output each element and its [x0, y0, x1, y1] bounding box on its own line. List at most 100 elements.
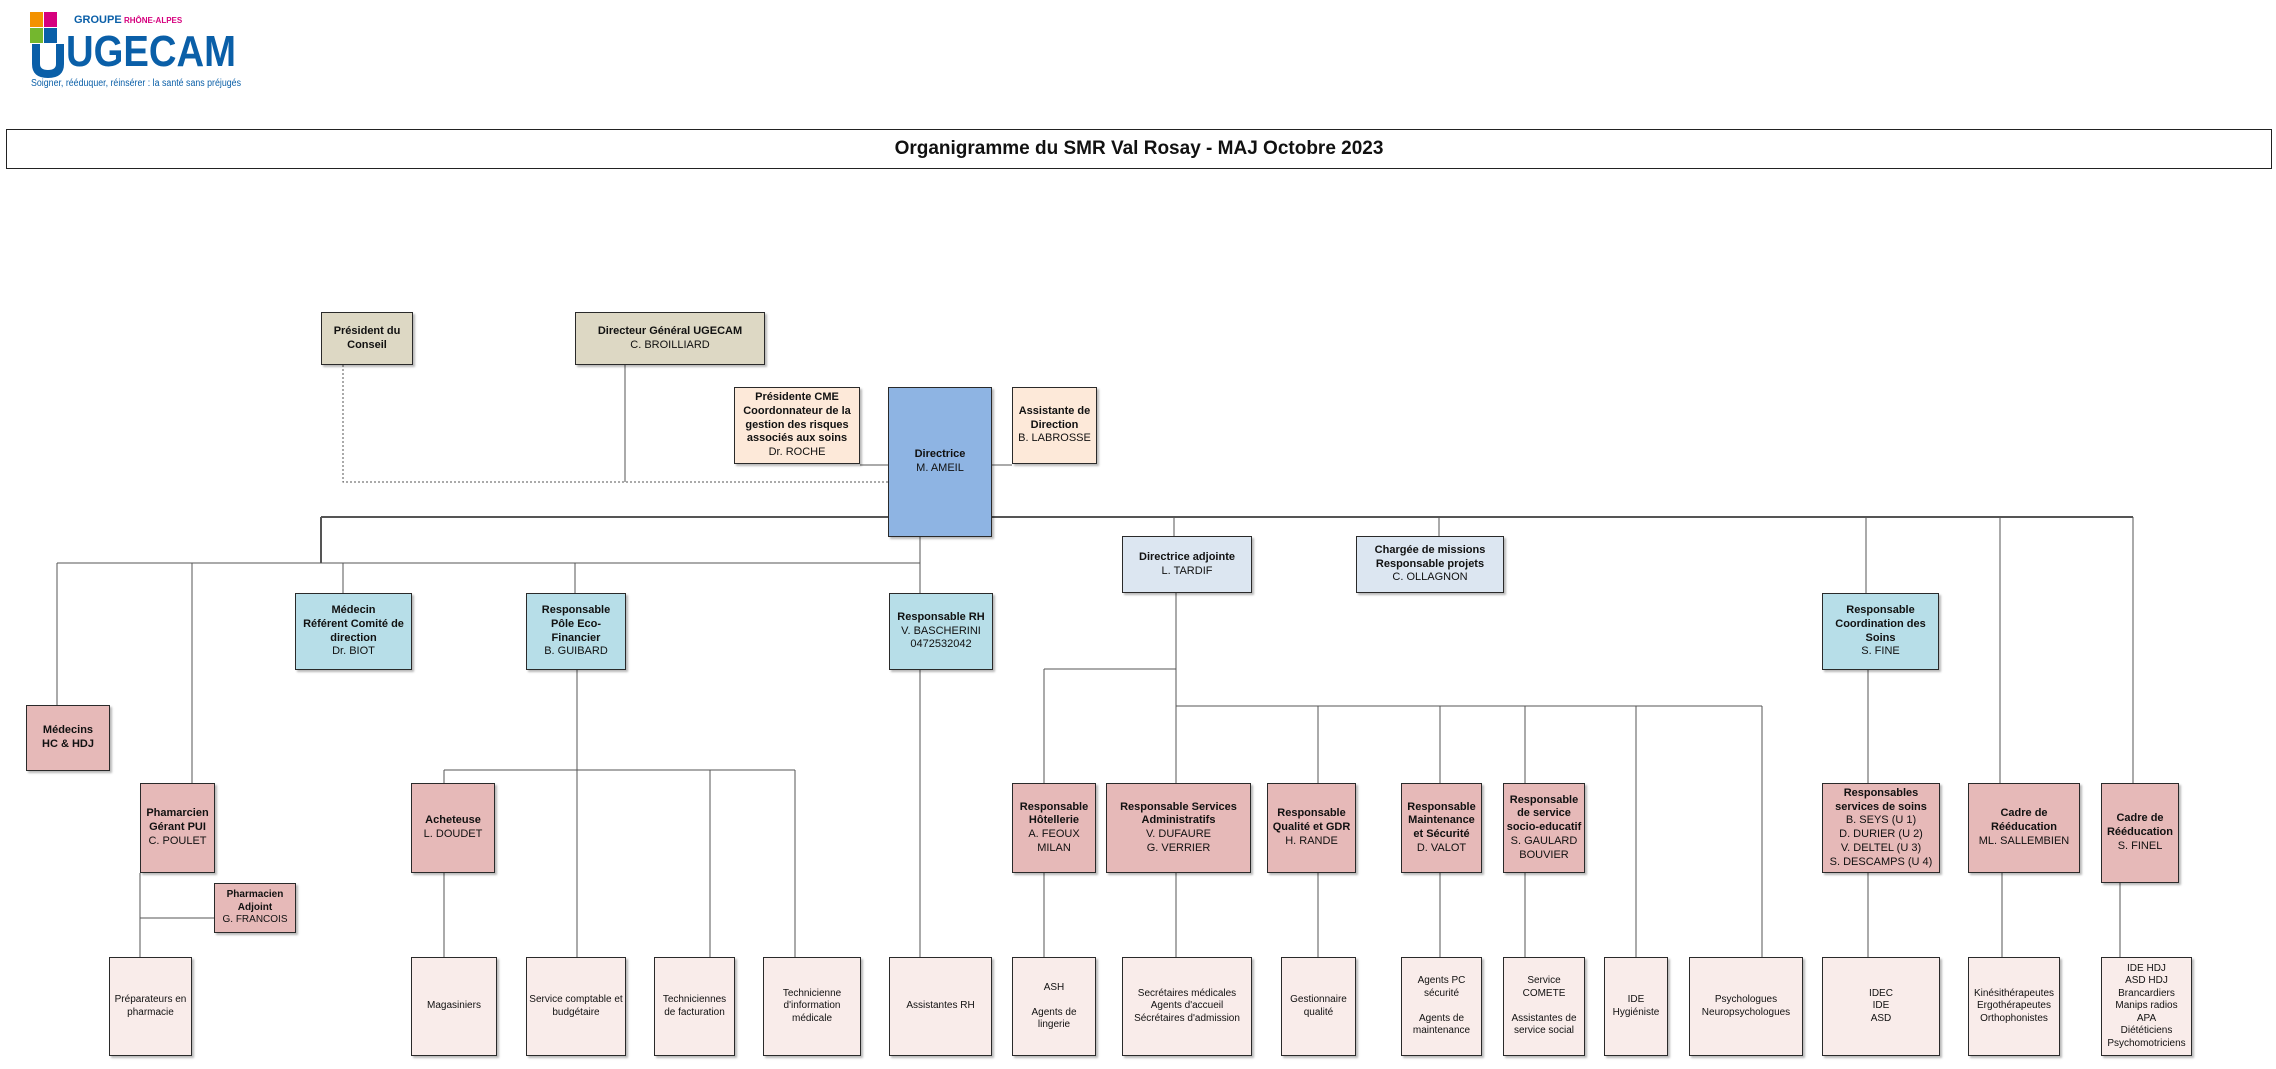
- node-title: IDE HDJ ASD HDJ Brancardiers Manips radi…: [2107, 962, 2186, 1049]
- node-title: Responsable Services Administratifs: [1120, 800, 1237, 827]
- node-name: A. FEOUX MILAN: [1028, 828, 1080, 854]
- node-name: V. DUFAURE G. VERRIER: [1145, 828, 1211, 854]
- node-title: Agents PC sécurité Agents de maintenance: [1412, 975, 1471, 1037]
- node-title: Phamarcien Gérant PUI: [146, 807, 209, 834]
- node-name: M. AMEIL: [916, 462, 964, 474]
- node-name: G. FRANCOIS: [222, 914, 288, 926]
- node-name: L. DOUDET: [423, 828, 483, 840]
- node-title: Service comptable et budgétaire: [529, 994, 623, 1018]
- ugecam-logo: GROUPE RHÔNE-ALPES UGECAM Soigner, réédu…: [30, 12, 241, 89]
- node-name: C. OLLAGNON: [1392, 571, 1468, 584]
- node-name: H. RANDE: [1285, 834, 1338, 847]
- node-title: Responsables services de soins: [1835, 786, 1927, 813]
- node-title: Présidente CME Coordonnateur de la gesti…: [743, 391, 851, 445]
- node-resp-services-admin: Responsable Services Administratifs V. D…: [1106, 783, 1251, 873]
- node-medecins-hc-hdj: Médecins HC & HDJ: [26, 705, 110, 771]
- node-title: Kinésithérapeutes Ergothérapeutes Orthop…: [1973, 987, 2055, 1024]
- node-title: Assistantes RH: [906, 1000, 975, 1012]
- node-gestionnaire-qualite: Gestionnaire qualité: [1281, 957, 1356, 1056]
- node-title: Directrice: [914, 448, 966, 461]
- node-president-conseil: Président du Conseil: [321, 312, 413, 365]
- node-name: V. BASCHERINI 0472532042: [901, 624, 981, 651]
- node-medecin-referent: Médecin Référent Comité de direction Dr.…: [295, 593, 412, 670]
- node-resp-socio-educatif: Responsable de service socio-educatif S.…: [1503, 783, 1585, 873]
- node-pharmacien-adjoint: Pharmacien Adjoint G. FRANCOIS: [214, 883, 296, 933]
- node-name: B. GUIBARD: [544, 645, 608, 658]
- node-name: Dr. ROCHE: [768, 446, 826, 459]
- node-magasiniers: Magasiniers: [411, 957, 497, 1056]
- node-title: ASH Agents de lingerie: [1031, 981, 1077, 1031]
- node-name: S. FINEL: [2117, 839, 2163, 852]
- node-title: Responsable RH: [897, 610, 985, 623]
- node-name: L. TARDIF: [1161, 564, 1213, 577]
- node-assistante-direction: Assistante de Direction B. LABROSSE: [1012, 387, 1097, 464]
- node-title: Pharmacien Adjoint: [226, 889, 284, 913]
- node-title: Responsable de service socio-educatif: [1506, 793, 1582, 834]
- node-title: Chargée de missions Responsable projets: [1374, 543, 1486, 570]
- node-name: Dr. BIOT: [332, 645, 375, 658]
- node-resp-services-soins: Responsables services de soins B. SEYS (…: [1822, 783, 1940, 873]
- node-name: C. POULET: [148, 834, 207, 847]
- node-title: Responsable Maintenance et Sécurité: [1407, 800, 1476, 841]
- node-psychologues: Psychologues Neuropsychologues: [1689, 957, 1803, 1056]
- node-ide-hdj-team: IDE HDJ ASD HDJ Brancardiers Manips radi…: [2101, 957, 2192, 1056]
- node-technicienne-info: Technicienne d'information médicale: [763, 957, 861, 1056]
- logo-brand-text: UGECAM: [66, 27, 236, 76]
- node-techniciennes-facturation: Techniciennes de facturation: [654, 957, 735, 1056]
- logo-group-text: GROUPE: [74, 14, 122, 26]
- node-service-comptable: Service comptable et budgétaire: [526, 957, 626, 1056]
- node-title: Président du Conseil: [333, 324, 401, 351]
- logo-tagline-text: Soigner, rééduquer, réinsérer : la santé…: [31, 78, 241, 89]
- node-title: Cadre de Rééducation: [1990, 807, 2057, 834]
- node-title: IDEC IDE ASD: [1869, 987, 1893, 1024]
- node-title: Service COMETE Assistantes de service so…: [1511, 975, 1577, 1037]
- node-title: Acheteuse: [425, 814, 481, 827]
- node-title: Responsable Hôtellerie: [1019, 800, 1089, 827]
- node-title: Directeur Général UGECAM: [597, 324, 743, 337]
- node-dg-ugecam: Directeur Général UGECAM C. BROILLIARD: [575, 312, 765, 365]
- node-name: S. FINE: [1861, 645, 1900, 658]
- node-title: Responsable Pôle Eco- Financier: [541, 604, 611, 644]
- node-presidente-cme: Présidente CME Coordonnateur de la gesti…: [734, 387, 860, 464]
- node-cadre-reeducation-2: Cadre de Rééducation S. FINEL: [2101, 783, 2179, 883]
- node-acheteuse: Acheteuse L. DOUDET: [411, 783, 495, 873]
- logo-region-text: RHÔNE-ALPES: [124, 16, 183, 25]
- node-title: Assistante de Direction: [1018, 404, 1091, 431]
- node-name: B. SEYS (U 1) D. DURIER (U 2) V. DELTEL …: [1829, 814, 1933, 868]
- node-title: Secrétaires médicales Agents d'accueil S…: [1134, 987, 1240, 1024]
- node-title: Médecin Référent Comité de direction: [303, 604, 404, 644]
- node-directrice: Directrice M. AMEIL: [888, 387, 992, 537]
- node-title: Responsable Qualité et GDR: [1272, 807, 1351, 834]
- node-title: Médecins HC & HDJ: [42, 724, 94, 750]
- node-title: Techniciennes de facturation: [662, 994, 727, 1018]
- node-resp-rh: Responsable RH V. BASCHERINI 0472532042: [889, 593, 993, 670]
- node-title: Directrice adjointe: [1139, 550, 1235, 563]
- node-idec-ide-asd: IDEC IDE ASD: [1822, 957, 1940, 1056]
- node-service-comete: Service COMETE Assistantes de service so…: [1503, 957, 1585, 1056]
- node-title: Préparateurs en pharmacie: [114, 994, 187, 1018]
- node-chargee-missions: Chargée de missions Responsable projets …: [1356, 536, 1504, 593]
- node-ash: ASH Agents de lingerie: [1012, 957, 1096, 1056]
- node-ide-hygieniste: IDE Hygiéniste: [1604, 957, 1668, 1056]
- node-kine: Kinésithérapeutes Ergothérapeutes Orthop…: [1968, 957, 2060, 1056]
- node-resp-maintenance: Responsable Maintenance et Sécurité D. V…: [1401, 783, 1482, 873]
- node-directrice-adjointe: Directrice adjointe L. TARDIF: [1122, 536, 1252, 593]
- node-title: Technicienne d'information médicale: [782, 987, 842, 1024]
- node-resp-qualite: Responsable Qualité et GDR H. RANDE: [1267, 783, 1356, 873]
- node-resp-eco-financier: Responsable Pôle Eco- Financier B. GUIBA…: [526, 593, 626, 670]
- line-president-conseil: [342, 365, 888, 483]
- node-title: IDE Hygiéniste: [1612, 994, 1660, 1018]
- node-cadre-reeducation-1: Cadre de Rééducation ML. SALLEMBIEN: [1968, 783, 2080, 873]
- node-pharmacien-gerant: Phamarcien Gérant PUI C. POULET: [140, 783, 215, 873]
- node-title: Cadre de Rééducation: [2106, 812, 2173, 839]
- node-assistantes-rh: Assistantes RH: [889, 957, 992, 1056]
- node-name: D. VALOT: [1416, 841, 1467, 854]
- node-title: Magasiniers: [427, 1000, 481, 1012]
- node-agents-pc: Agents PC sécurité Agents de maintenance: [1401, 957, 1482, 1056]
- node-resp-hotellerie: Responsable Hôtellerie A. FEOUX MILAN: [1012, 783, 1096, 873]
- node-name: S. GAULARD BOUVIER: [1510, 834, 1578, 861]
- node-resp-coord-soins: Responsable Coordination des Soins S. FI…: [1822, 593, 1939, 670]
- page-title: Organigramme du SMR Val Rosay - MAJ Octo…: [6, 129, 2272, 169]
- node-name: ML. SALLEMBIEN: [1978, 834, 2070, 847]
- node-secretaires: Secrétaires médicales Agents d'accueil S…: [1122, 957, 1252, 1056]
